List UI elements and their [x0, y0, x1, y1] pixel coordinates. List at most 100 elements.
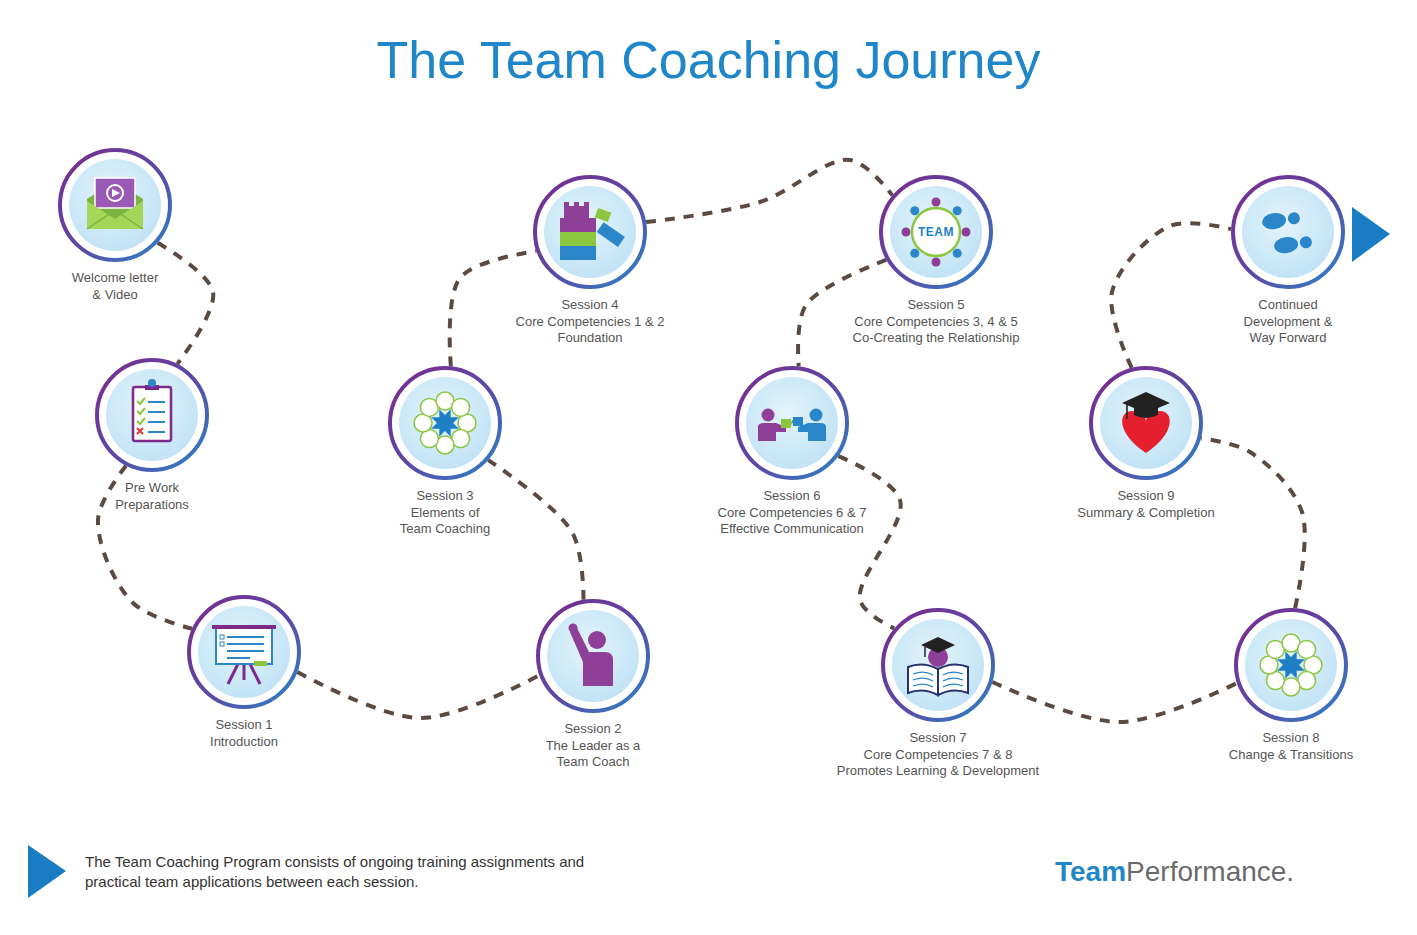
team-badge-text: TEAM: [918, 225, 954, 239]
caption-bullet: [28, 845, 66, 898]
step-circle: [533, 175, 647, 289]
step-description: Elements of Team Coaching: [398, 505, 493, 538]
circle-fill: [1245, 619, 1337, 711]
circle-outline: [189, 597, 299, 707]
circle-outline: [535, 177, 645, 287]
circle-fill: [544, 186, 636, 278]
step-circle: [536, 599, 650, 713]
step-heading: Session 6: [710, 488, 875, 505]
journey-step: Session 1Introduction: [187, 595, 301, 709]
circle-outline: [97, 360, 207, 470]
step-heading: Session 2: [539, 721, 647, 738]
circle-fill: [106, 369, 198, 461]
dashed-connector: [98, 466, 192, 629]
step-text-group: Session 4Core Competencies 1 & 2 Foundat…: [510, 297, 670, 347]
step-circle: [881, 608, 995, 722]
dashed-connector: [297, 672, 539, 718]
step-circle: [735, 366, 849, 480]
step-circle: [1231, 175, 1345, 289]
journey-step: Welcome letter & Video: [58, 148, 172, 262]
step-heading: Session 5: [849, 297, 1024, 314]
step-circle: [187, 595, 301, 709]
circle-fill: [746, 377, 838, 469]
step-description: Continued Development & Way Forward: [1241, 297, 1336, 347]
step-text-group: Session 5Core Competencies 3, 4 & 5 Co-C…: [849, 297, 1024, 347]
circle-fill: [1242, 186, 1334, 278]
circle-fill: [1100, 377, 1192, 469]
journey-step: Session 7Core Competencies 7 & 8 Promote…: [881, 608, 995, 722]
step-heading: Session 4: [510, 297, 670, 314]
step-circle: [1089, 366, 1203, 480]
circle-fill: [547, 610, 639, 702]
step-circle: [1234, 608, 1348, 722]
step-text-group: Session 2The Leader as a Team Coach: [539, 721, 647, 771]
circle-outline: [1233, 177, 1343, 287]
circle-outline: [1091, 368, 1201, 478]
step-description: Core Competencies 1 & 2 Foundation: [510, 314, 670, 347]
step-circle: [388, 366, 502, 480]
dashed-connector: [488, 460, 583, 600]
dashed-connector: [838, 456, 900, 628]
diagram-title: The Team Coaching Journey: [0, 30, 1417, 90]
journey-step: Session 9Summary & Completion: [1089, 366, 1203, 480]
logo-group: TeamPerformance.: [1055, 856, 1294, 888]
circle-outline: [538, 601, 648, 711]
circle-fill: [69, 159, 161, 251]
journey-step: Continued Development & Way Forward: [1231, 175, 1345, 289]
diagram-caption: The Team Coaching Program consists of on…: [85, 852, 615, 892]
step-description: Core Competencies 7 & 8 Promotes Learnin…: [836, 747, 1041, 780]
step-description: The Leader as a Team Coach: [539, 738, 647, 771]
step-text-group: Session 8Change & Transitions: [1211, 730, 1371, 763]
step-heading: Session 7: [836, 730, 1041, 747]
logo-word: Performance.: [1126, 856, 1294, 888]
step-text-group: Session 3Elements of Team Coaching: [398, 488, 493, 538]
step-heading: Session 9: [1061, 488, 1231, 505]
step-text-group: Session 6Core Competencies 6 & 7 Effecti…: [710, 488, 875, 538]
journey-step: Session 2The Leader as a Team Coach: [536, 599, 650, 713]
logo-word: Team: [1055, 856, 1126, 888]
step-text-group: Pre Work Preparations: [112, 480, 192, 513]
journey-step: Session 8Change & Transitions: [1234, 608, 1348, 722]
step-description: Change & Transitions: [1211, 747, 1371, 764]
circle-outline: [60, 150, 170, 260]
step-heading: Session 8: [1211, 730, 1371, 747]
step-text-group: Session 7Core Competencies 7 & 8 Promote…: [836, 730, 1041, 780]
dashed-connector: [450, 251, 537, 366]
step-description: Pre Work Preparations: [112, 480, 192, 513]
step-text-group: Session 9Summary & Completion: [1061, 488, 1231, 521]
step-description: Core Competencies 6 & 7 Effective Commun…: [710, 505, 875, 538]
circle-fill: [892, 619, 984, 711]
step-circle: [58, 148, 172, 262]
step-description: Summary & Completion: [1061, 505, 1231, 522]
dashed-connector: [646, 160, 892, 222]
circle-outline: [883, 610, 993, 720]
circle-fill: [399, 377, 491, 469]
step-text-group: Continued Development & Way Forward: [1241, 297, 1336, 347]
journey-step: Session 4Core Competencies 1 & 2 Foundat…: [533, 175, 647, 289]
journey-step: Pre Work Preparations: [95, 358, 209, 472]
step-circle: [95, 358, 209, 472]
step-text-group: Welcome letter & Video: [69, 270, 161, 303]
dashed-connector: [158, 243, 214, 364]
circle-fill: [890, 186, 982, 278]
dashed-connector: [992, 682, 1237, 722]
circle-outline: [881, 177, 991, 287]
step-heading: Session 3: [398, 488, 493, 505]
circle-outline: [737, 368, 847, 478]
journey-step: Session 6Core Competencies 6 & 7 Effecti…: [735, 366, 849, 480]
step-description: Core Competencies 3, 4 & 5 Co-Creating t…: [849, 314, 1024, 347]
circle-outline: [390, 368, 500, 478]
continue-arrow: [1352, 207, 1390, 262]
step-description: Welcome letter & Video: [69, 270, 161, 303]
step-description: Introduction: [184, 734, 304, 751]
dashed-connector: [798, 260, 886, 366]
dashed-connector: [1111, 223, 1231, 368]
step-heading: Session 1: [184, 717, 304, 734]
journey-step: Session 3Elements of Team Coaching: [388, 366, 502, 480]
circle-outline: [1236, 610, 1346, 720]
dashed-connector: [1201, 438, 1305, 608]
